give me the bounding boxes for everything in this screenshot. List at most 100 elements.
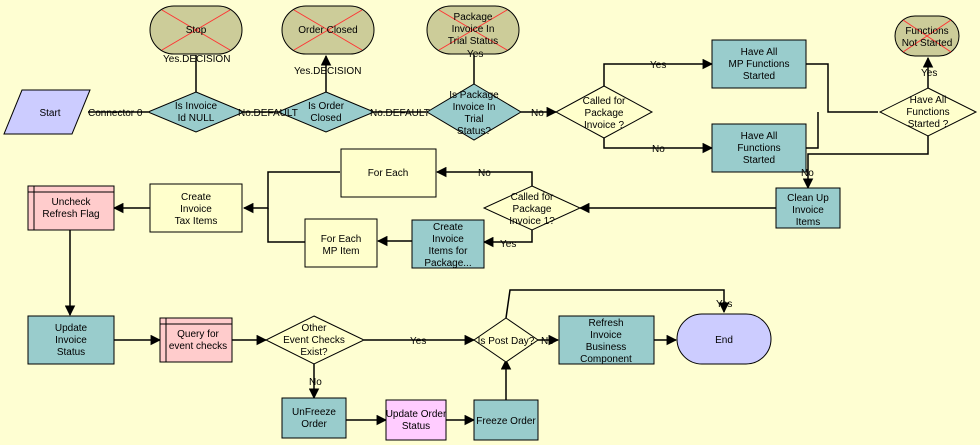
edge-label-yes-funcs: Yes bbox=[921, 68, 937, 79]
node-label-line: Trial bbox=[464, 114, 483, 125]
node-label-line: Other bbox=[301, 323, 327, 334]
node-label-line: Started bbox=[743, 155, 775, 166]
edge-foreach-tax bbox=[242, 171, 340, 214]
node-label-line: Update bbox=[55, 323, 88, 334]
node-label-line: Business bbox=[586, 342, 627, 353]
order-closed-node[interactable]: Order Closed bbox=[281, 5, 375, 55]
edge-label-yes-decision-2: Yes.DECISION bbox=[294, 66, 361, 77]
for-each-label: For Each bbox=[368, 168, 409, 179]
edge-mp-funcsq bbox=[806, 63, 878, 113]
node-label-line: Have All bbox=[910, 95, 947, 106]
node-label-line: Stop bbox=[186, 25, 207, 36]
node-label-line: Functions bbox=[906, 107, 949, 118]
node-label-line: Event Checks bbox=[283, 335, 345, 346]
start-node[interactable]: Start bbox=[3, 89, 91, 135]
is-post-day-label: Is Post Day? bbox=[478, 336, 535, 347]
edge-funcs-funcsq bbox=[806, 112, 819, 149]
node-label-line: Invoice bbox=[590, 330, 622, 341]
edge-called1-foreach bbox=[435, 166, 533, 186]
is-post-day-decision[interactable]: Is Post Day? bbox=[473, 317, 539, 363]
edge-label-yes-mp: Yes bbox=[650, 60, 666, 71]
node-label-line: Called for bbox=[511, 192, 554, 203]
edge-label-no-clean: No bbox=[801, 168, 814, 179]
node-label-line: Invoice 1? bbox=[509, 216, 555, 227]
edge-labels: Connector 0 Yes.DECISION No.DEFAULT Yes.… bbox=[88, 49, 937, 388]
edge-foreachmp-tax bbox=[267, 208, 305, 243]
node-label-line: Invoice bbox=[792, 205, 824, 216]
edge-funcsq-cleanup bbox=[802, 134, 929, 190]
node-label-line: Query for bbox=[177, 329, 219, 340]
edge-label-no-default-1: No.DEFAULT bbox=[238, 108, 298, 119]
node-label-line: Items bbox=[796, 217, 820, 228]
node-label-line: Invoice bbox=[432, 234, 464, 245]
order-closed-label: Order Closed bbox=[298, 25, 357, 36]
node-label-line: event checks bbox=[169, 341, 227, 352]
edge-label-yes-create: Yes bbox=[500, 239, 516, 250]
for-each-node[interactable]: For Each bbox=[340, 148, 437, 198]
node-label-line: Exist? bbox=[300, 347, 328, 358]
edge-called-mp bbox=[603, 58, 714, 88]
edge-label-no-other: No bbox=[309, 377, 322, 388]
node-label-line: Invoice In bbox=[453, 102, 496, 113]
node-label-line: Invoice In bbox=[452, 24, 495, 35]
edge-called-funcs bbox=[603, 136, 714, 154]
node-label-line: Have All bbox=[741, 47, 778, 58]
node-label-line: Package bbox=[585, 108, 624, 119]
freeze-order-node[interactable]: Freeze Order bbox=[473, 399, 539, 441]
node-label-line: Start bbox=[39, 108, 60, 119]
node-label-line: Invoice ? bbox=[584, 120, 624, 131]
node-label-line: Functions bbox=[905, 26, 948, 37]
node-label-line: Status? bbox=[457, 126, 491, 137]
node-label-line: Id NULL bbox=[178, 113, 215, 124]
node-label-line: Order bbox=[301, 419, 327, 430]
node-label-line: For Each bbox=[368, 168, 409, 179]
node-label-line: Status bbox=[57, 347, 85, 358]
end-node[interactable]: End bbox=[676, 313, 772, 365]
node-label-line: Invoice bbox=[55, 335, 87, 346]
node-label-line: Items for bbox=[429, 246, 469, 257]
node-label-line: Freeze Order bbox=[476, 416, 536, 427]
node-label-line: Refresh Flag bbox=[42, 209, 99, 220]
node-label-line: UnFreeze bbox=[292, 407, 336, 418]
node-label-line: Tax Items bbox=[175, 216, 218, 227]
stop-node[interactable]: Stop bbox=[149, 5, 243, 55]
end-label: End bbox=[715, 335, 733, 346]
